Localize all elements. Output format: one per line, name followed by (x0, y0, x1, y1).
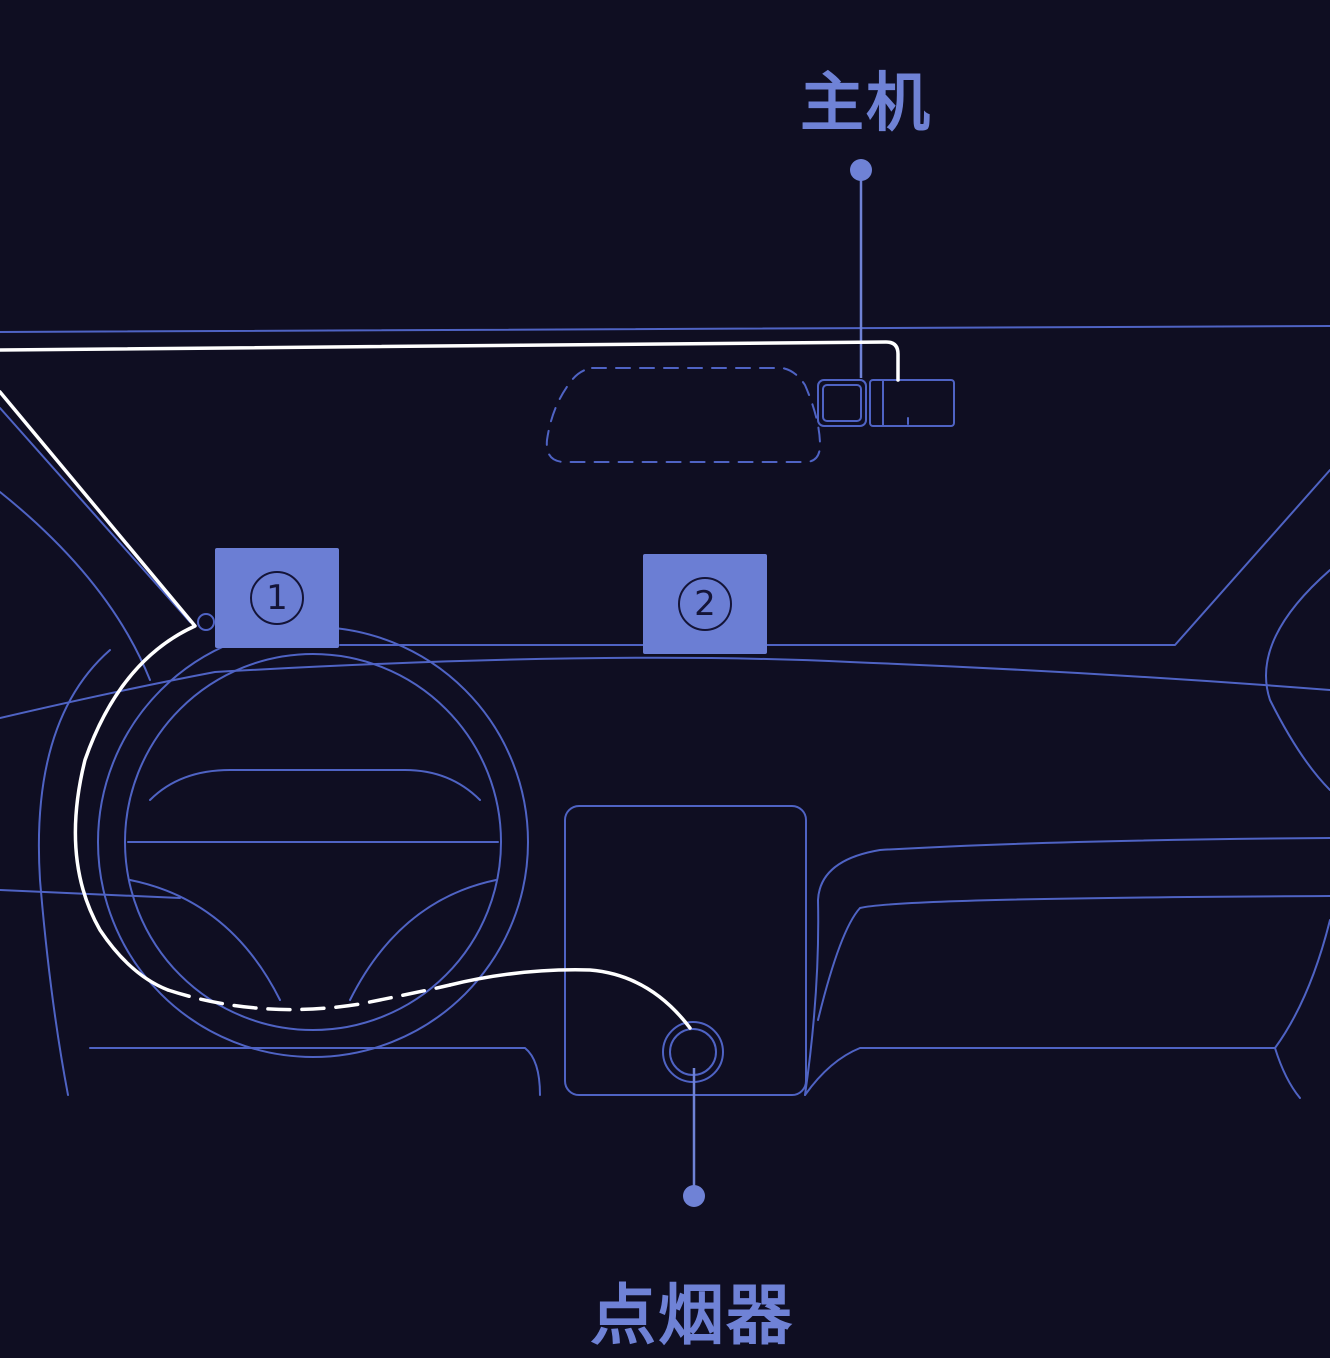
right-dash-lower (804, 1047, 1301, 1099)
lighter-callout-dot (683, 1185, 705, 1207)
right-dash-panel (804, 837, 1330, 1096)
windshield-top-edge (0, 325, 1330, 333)
left-a-pillar-inner (0, 491, 151, 681)
dashboard-top-curve (0, 656, 1330, 719)
steering-wheel-spoke-right (349, 879, 497, 1001)
steering-wheel-spoke-left (129, 879, 281, 1001)
dashboard-lower-line (89, 1047, 541, 1096)
steering-wheel-spoke-upper (149, 769, 481, 801)
power-cable-under-wheel (166, 983, 452, 1012)
left-a-pillar (0, 407, 191, 623)
dashcam-body (869, 379, 955, 427)
center-console (564, 805, 807, 1096)
windshield-bottom-edge (339, 469, 1330, 646)
step-2-box: 2 (643, 554, 767, 654)
step-1-number: 1 (250, 571, 304, 625)
power-cable-a-pillar (0, 390, 197, 992)
power-cable-to-lighter (448, 968, 692, 1030)
dashboard-left-line (0, 889, 181, 899)
host-callout-dot (850, 159, 872, 181)
power-cable-headliner (0, 340, 900, 382)
rearview-mirror-outline (545, 367, 821, 463)
right-dash-panel-inner (817, 895, 1330, 1021)
dashcam-lens-unit-inner (822, 384, 862, 422)
step-1-box: 1 (215, 548, 339, 648)
step-2-number: 2 (678, 577, 732, 631)
dashcam-lens-unit (817, 379, 867, 427)
right-door-lower (1274, 919, 1330, 1049)
steering-wheel-inner (124, 653, 502, 1031)
cable-clip-icon (197, 613, 215, 631)
right-door-edge (1265, 569, 1330, 791)
lighter-label: 点烟器 (590, 1277, 794, 1354)
dashboard-left-side (37, 649, 111, 1096)
host-label: 主机 (800, 67, 932, 141)
